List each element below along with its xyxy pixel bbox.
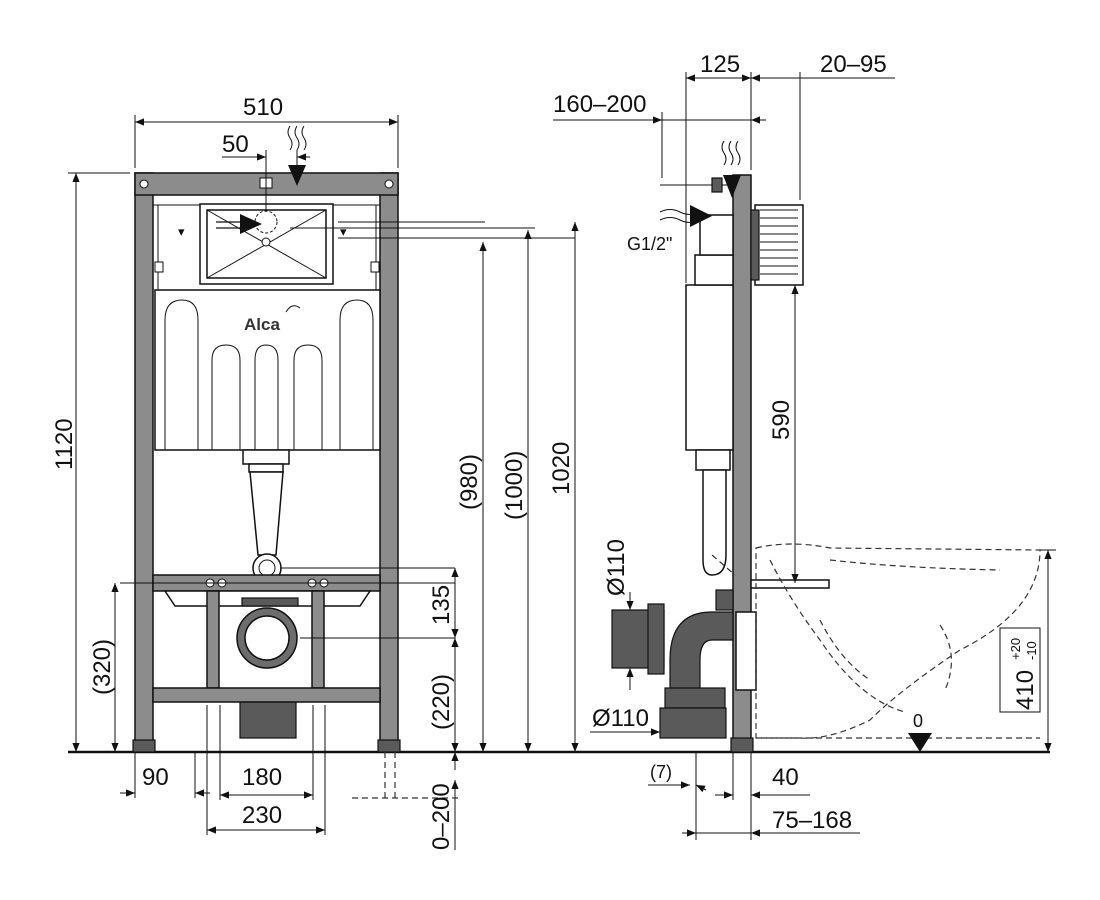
front-view: ▾ ▾ Alca [51,94,579,850]
dim-75-168: 75–168 [772,807,852,834]
water-inlet-arrow-top [288,165,306,186]
dim-410-box [999,627,1041,713]
dim-pipe-lower: Ø110 [592,705,649,732]
brand-logo: Alca [244,315,280,334]
dim-180: 180 [242,764,282,791]
svg-text:▾: ▾ [178,224,185,239]
dim-40: 40 [772,764,799,791]
dim-7: (7) [650,762,672,782]
dim-1020: 1020 [548,442,575,495]
dim-410: 410 [1012,670,1039,710]
flush-pipe-front [249,471,284,556]
dim-pipe-upper: Ø110 [603,539,630,596]
dim-fixing-height: (320) [89,639,116,695]
dim-height: 1120 [51,418,78,470]
dim-20-95: 20–95 [820,51,887,78]
dim-590: 590 [768,400,795,440]
dim-1000: (1000) [501,451,528,520]
flush-pipe-side [702,469,727,576]
dim-980: (980) [456,454,483,510]
dim-135: 135 [428,585,455,625]
dim-width: 510 [243,94,283,121]
floor-zero-marker [908,733,932,752]
tolerance-plus: +20 [1008,638,1023,660]
floor-zero-label: 0 [913,711,923,731]
dim-125: 125 [700,51,740,78]
water-inlet-arrow-front [240,214,262,234]
dim-leg-extension: 0–200 [428,783,455,850]
dim-90: 90 [142,764,169,791]
thread-label: G1/2" [627,234,672,254]
tolerance-minus: -10 [1024,641,1039,660]
dim-160-200: 160–200 [553,91,646,118]
wc-bowl-outline [755,543,1041,739]
left-post [134,172,154,751]
waste-bend [669,611,734,691]
cistern-body [154,289,381,451]
dim-inlet-offset: 50 [222,131,249,158]
cistern-side [685,284,734,451]
svg-text:▾: ▾ [340,224,347,239]
dim-230: 230 [242,802,282,829]
inlet-arrow-side [690,205,712,227]
side-view: G1/2" 0 125 20–95 [553,51,1056,840]
right-post [379,172,399,751]
dim-220: (220) [428,674,455,730]
inlet-arrow-side-top [723,175,741,198]
